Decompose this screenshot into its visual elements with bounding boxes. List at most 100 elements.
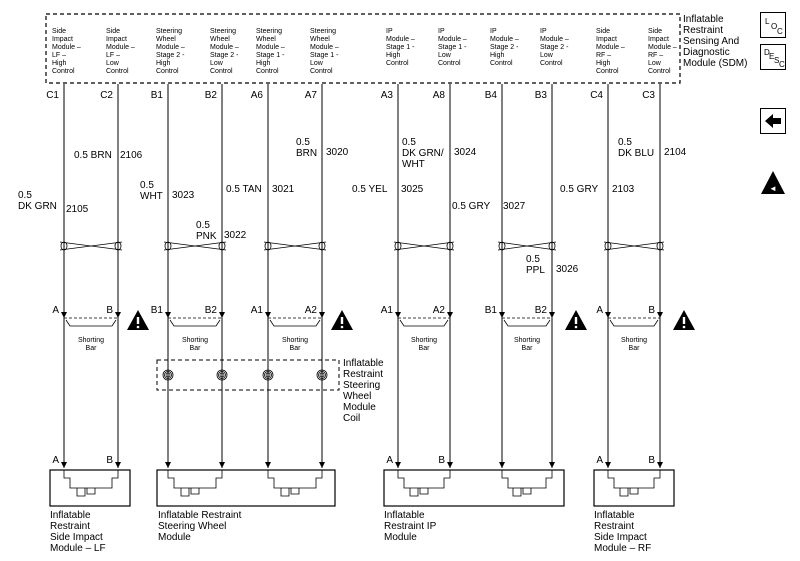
module-label: Module (384, 532, 417, 543)
sdm-pin-label: Control (256, 68, 279, 75)
twist-mark (59, 241, 123, 251)
module-pin: B (438, 455, 445, 466)
wire-arrow (395, 462, 401, 468)
coil-spring (318, 371, 326, 379)
connector-pin: A1 (251, 305, 264, 316)
wire-arrow (499, 462, 505, 468)
wire-arrow (265, 462, 271, 468)
wire-circuit: 3020 (326, 147, 349, 158)
twist-end (164, 241, 172, 251)
description-button[interactable]: D E S C (760, 44, 786, 70)
twist-mark (163, 241, 227, 251)
coil-spring (162, 369, 174, 381)
module-pin: B (648, 455, 655, 466)
shorting-bar-label: Shorting (182, 337, 208, 344)
connector-pin: B1 (485, 305, 498, 316)
module-label: Inflatable (594, 510, 635, 521)
squib-element (512, 488, 532, 497)
sdm-pin-label: Module – (210, 44, 239, 51)
sdm-pin-label: Control (540, 60, 563, 67)
svg-text:◄: ◄ (769, 184, 777, 193)
sdm-title-line: Inflatable (683, 14, 724, 25)
sdm-pin-label: RF – (648, 52, 663, 59)
sdm-pin-label: Module – (540, 36, 569, 43)
sdm-pin-label: Module – (106, 44, 135, 51)
module-label: Module (158, 532, 191, 543)
sdm-pin-label: Stage 2 - (540, 44, 569, 51)
sdm-pin-label: Module – (438, 36, 467, 43)
module-pin: B (106, 455, 113, 466)
module-squib (607, 470, 661, 489)
previous-page-button[interactable]: ◄ (760, 170, 786, 196)
sdm-pin-label: Impact (52, 36, 73, 43)
shorting-bar-label: Shorting (621, 337, 647, 344)
wire-circuit: 3022 (224, 230, 247, 241)
wires (61, 84, 663, 468)
wire-color: 0.5 GRY (452, 201, 490, 212)
module-label: Side Impact (50, 532, 103, 543)
sdm-pin-label: Module – (52, 44, 81, 51)
warning-icon (127, 310, 149, 330)
sdm-pin: C4 (590, 90, 603, 101)
sdm-pin-label: High (596, 60, 611, 67)
wire-circuit: 3023 (172, 190, 195, 201)
wire-color: DK GRN (18, 201, 57, 212)
twist-end (446, 241, 454, 251)
module-label: Restraint IP (384, 521, 437, 532)
sdm-pin-label: Wheel (310, 36, 330, 43)
wire-circuit: 2106 (120, 150, 143, 161)
sdm-pin-label: High (386, 52, 401, 59)
wire-arrow (219, 462, 225, 468)
sdm-pin-label: Control (106, 68, 129, 75)
sdm-pin-label: IP (438, 28, 445, 35)
twist-mark (497, 241, 557, 251)
sdm-pin-label: Module – (596, 44, 625, 51)
module-label: Restraint (50, 521, 90, 532)
module-squib (167, 470, 223, 489)
connector-pin: B (106, 305, 113, 316)
sdm-pin-label: Module – (310, 44, 339, 51)
sdm-pin-label: Steering (256, 28, 282, 35)
back-button[interactable] (760, 108, 786, 134)
sdm-pin-label: High (256, 60, 271, 67)
warning-icon (565, 310, 587, 330)
wire-arrow (165, 312, 171, 318)
sdm-pin-label: Control (648, 68, 671, 75)
left-arrow-icon (765, 114, 781, 128)
sdm-pin-label: Stage 1 - (256, 52, 285, 59)
sdm-pin-label: Low (438, 52, 452, 59)
wire-arrow (549, 312, 555, 318)
twist-end (264, 241, 272, 251)
connector-pin: A2 (305, 305, 318, 316)
wire-arrow (319, 462, 325, 468)
connector-pin: B (648, 305, 655, 316)
wire-circuit: 3025 (401, 184, 424, 195)
location-button[interactable]: L O C (760, 12, 786, 38)
module-label: Module – LF (50, 543, 106, 554)
coil-spring (265, 372, 271, 378)
previous-page-icon: ◄ (761, 171, 785, 194)
sdm-pin-label: Side (52, 28, 66, 35)
sdm-pin: B3 (535, 90, 548, 101)
shorting-bar (65, 319, 117, 327)
sdm-pin: A8 (433, 90, 446, 101)
wire-color: BRN (296, 148, 317, 159)
sdm-pin-label: Side (596, 28, 610, 35)
sdm-pin-label: Stage 2 - (490, 44, 519, 51)
twist-end (218, 241, 226, 251)
sdm-pin: B4 (485, 90, 498, 101)
wire-arrow (395, 312, 401, 318)
warning-icon (673, 310, 695, 330)
wire-arrow (657, 312, 663, 318)
sdm-pin-label: High (52, 60, 67, 67)
sdm-pin-label: IP (386, 28, 393, 35)
sdm-pin-label: LF – (106, 52, 120, 59)
wire-arrow (605, 312, 611, 318)
warning-icon (331, 310, 353, 330)
shorting-bar-label: Shorting (78, 337, 104, 344)
sdm-pin-label: Stage 1 - (438, 44, 467, 51)
